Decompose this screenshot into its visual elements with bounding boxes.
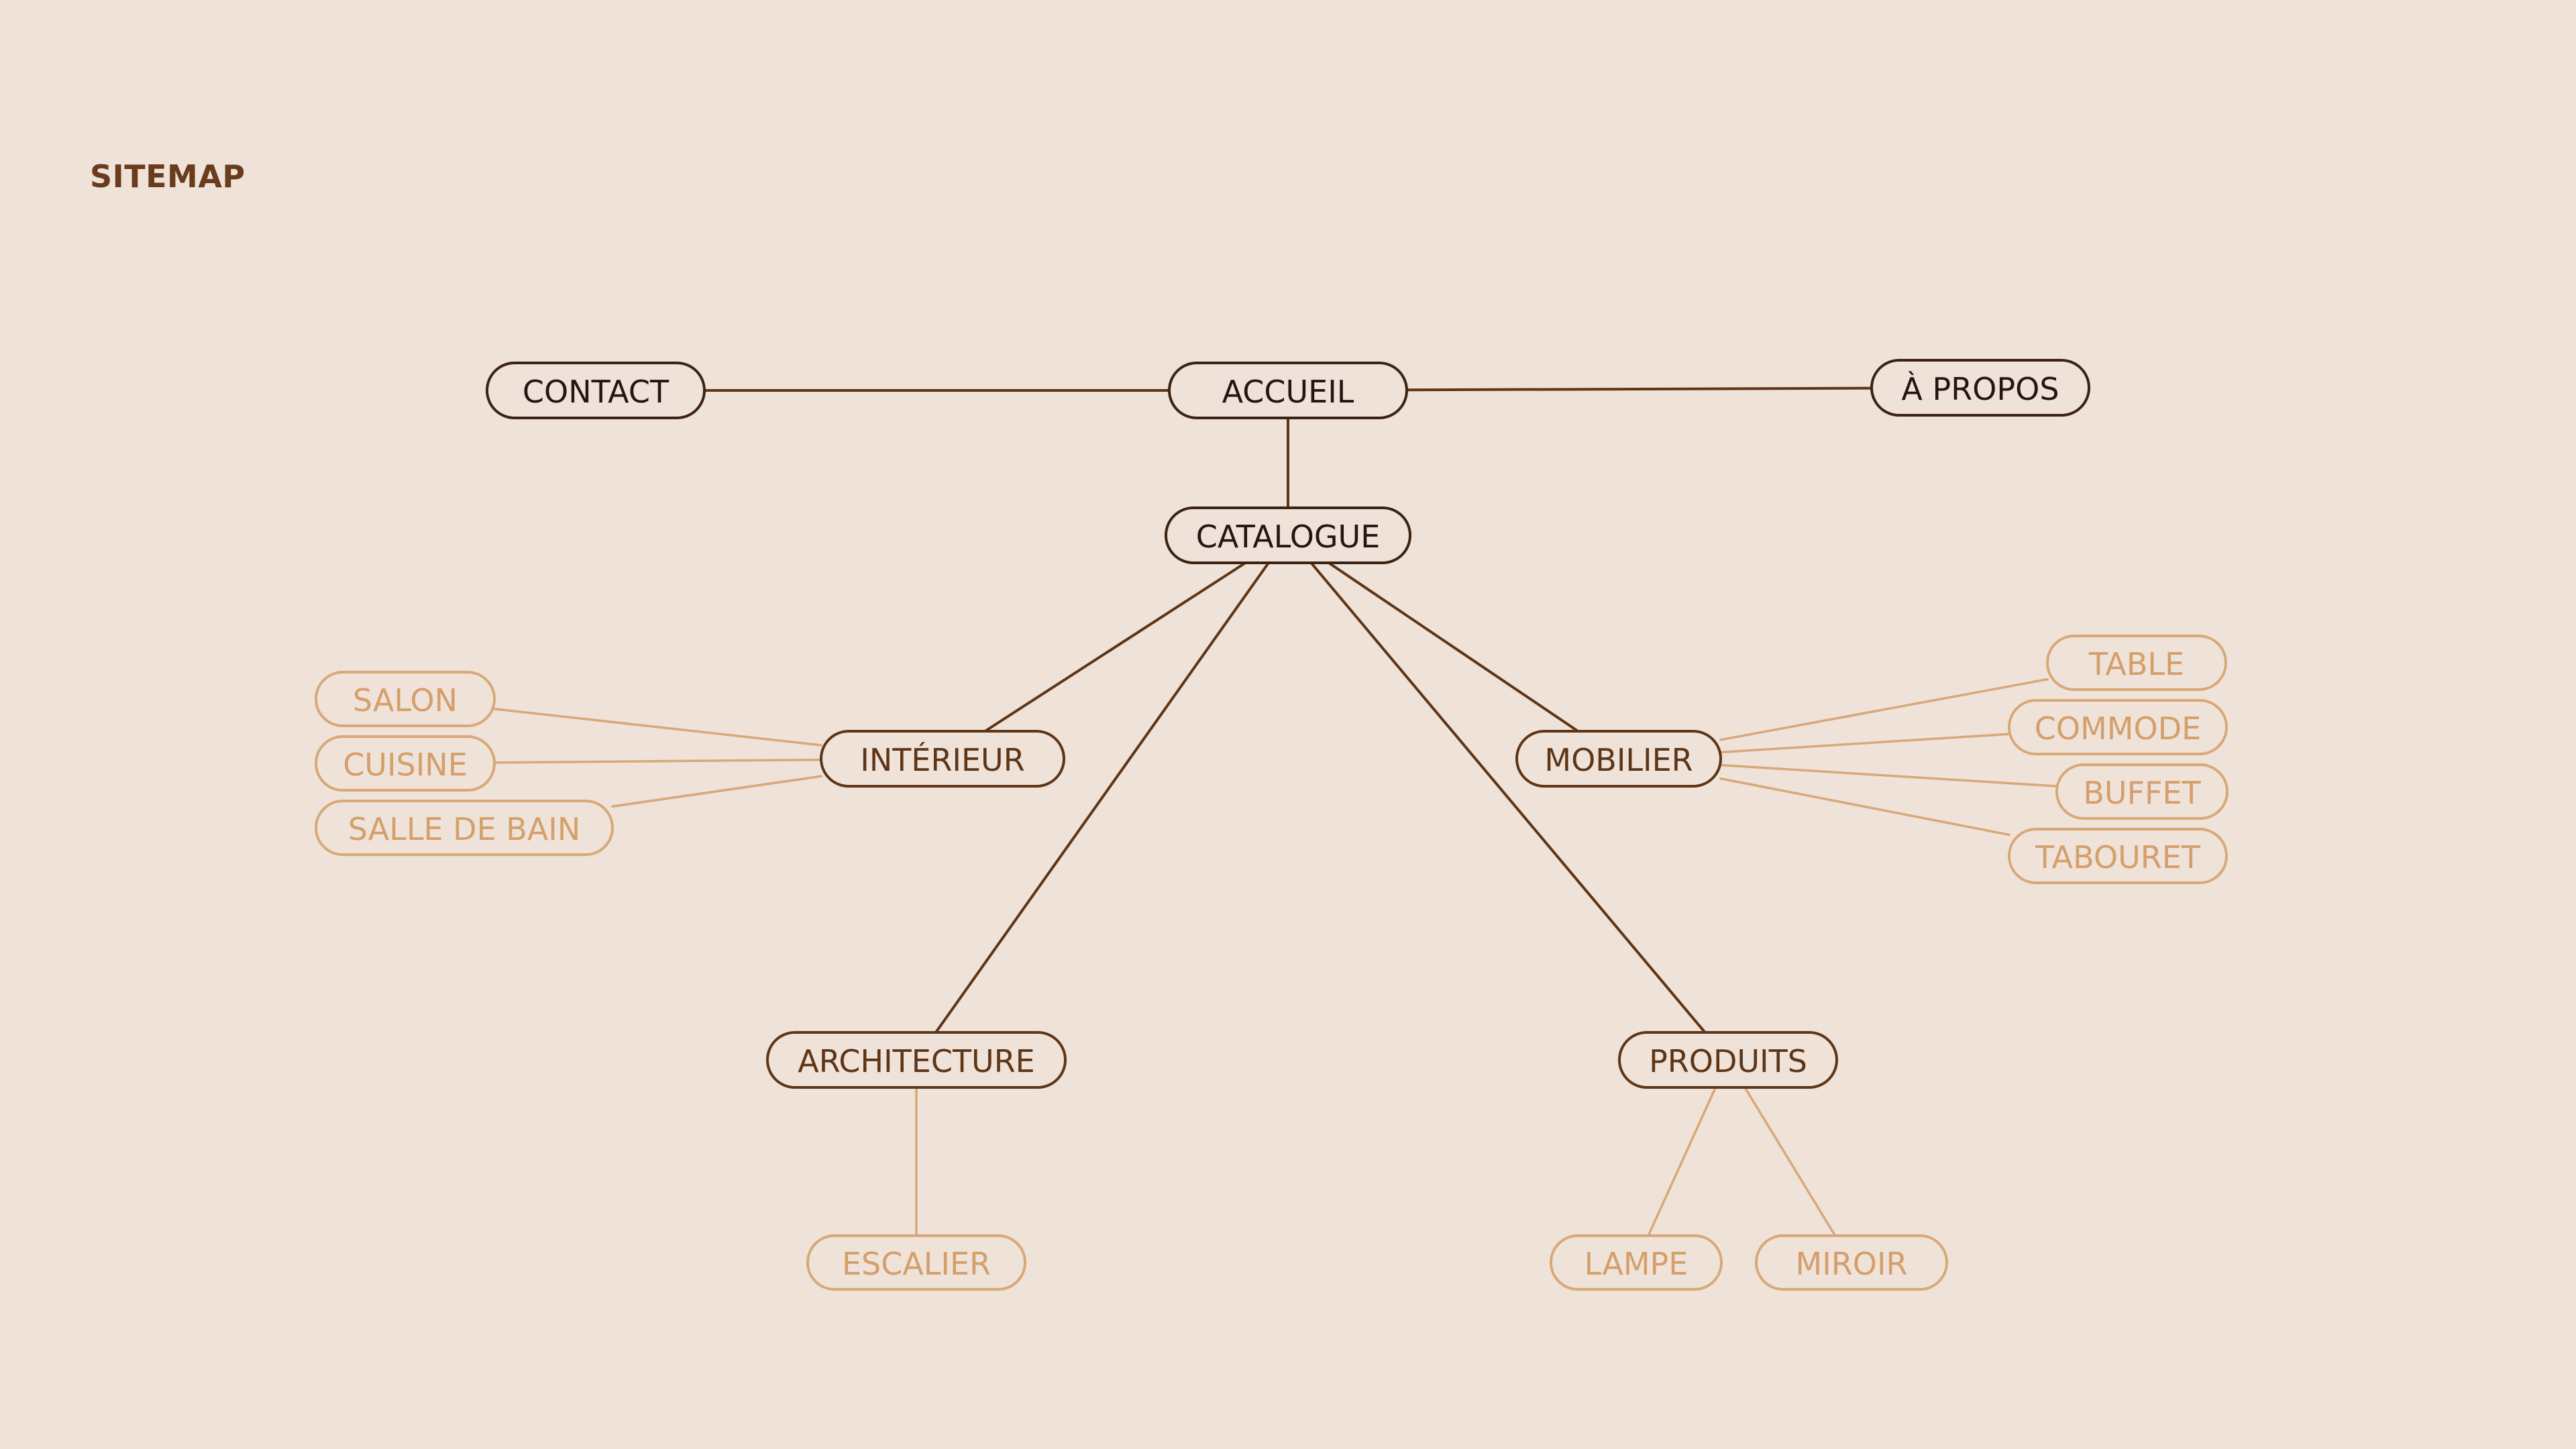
edge-catalogue-architecture — [934, 561, 1270, 1034]
node-commode: COMMODE — [2008, 699, 2228, 755]
node-table-pill — [2046, 635, 2227, 691]
node-a-propos: À PROPOS — [1870, 359, 2090, 417]
edge-produits-lampe — [1647, 1086, 1717, 1237]
node-buffet-pill — [2055, 763, 2229, 820]
edge-catalogue-interieur — [983, 561, 1247, 733]
node-cuisine-label: CUISINE — [343, 747, 468, 783]
node-tabouret-label: TABOURET — [2035, 839, 2201, 875]
node-accueil: ACCUEIL — [1168, 362, 1408, 419]
node-cuisine: CUISINE — [315, 735, 496, 792]
node-produits: PRODUITS — [1618, 1031, 1838, 1089]
node-mobilier: MOBILIER — [1515, 730, 1722, 788]
edge-interieur-salon — [493, 708, 822, 747]
node-commode-pill — [2008, 699, 2228, 755]
node-commode-label: COMMODE — [2035, 710, 2201, 747]
node-interieur-label: INTÉRIEUR — [860, 742, 1024, 778]
node-cuisine-pill — [315, 735, 496, 792]
node-catalogue-pill — [1165, 506, 1411, 564]
node-produits-label: PRODUITS — [1649, 1043, 1807, 1079]
node-salon-pill — [315, 671, 496, 727]
node-a-propos-label: À PROPOS — [1901, 371, 2059, 407]
edge-interieur-cuisine — [493, 758, 822, 764]
node-miroir-pill — [1755, 1234, 1948, 1291]
node-escalier-pill — [806, 1234, 1026, 1291]
node-interieur: INTÉRIEUR — [820, 730, 1065, 788]
edge-interieur-salle-de-bain — [611, 775, 822, 808]
node-miroir-label: MIROIR — [1796, 1246, 1908, 1282]
node-accueil-pill — [1168, 362, 1408, 419]
node-lampe-label: LAMPE — [1585, 1246, 1688, 1282]
node-salon: SALON — [315, 671, 496, 727]
node-salle-de-bain: SALLE DE BAIN — [315, 800, 614, 856]
node-buffet: BUFFET — [2055, 763, 2229, 820]
edge-mobilier-buffet — [1719, 763, 2058, 788]
node-salle-de-bain-pill — [315, 800, 614, 856]
node-lampe-pill — [1550, 1234, 1723, 1291]
node-contact: CONTACT — [486, 362, 706, 419]
node-accueil-label: ACCUEIL — [1222, 374, 1354, 410]
node-interieur-pill — [820, 730, 1065, 788]
node-salle-de-bain-label: SALLE DE BAIN — [348, 811, 581, 847]
diagram-nodes: ACCUEIL CONTACT À PROPOS CATALOGUE INTÉRIEUR… — [315, 359, 2229, 1291]
edge-mobilier-tabouret — [1719, 777, 2010, 837]
node-architecture-label: ARCHITECTURE — [798, 1043, 1035, 1079]
node-catalogue: CATALOGUE — [1165, 506, 1411, 564]
node-salon-label: SALON — [353, 682, 458, 718]
node-tabouret-pill — [2008, 828, 2228, 884]
node-contact-label: CONTACT — [523, 374, 669, 410]
node-architecture: ARCHITECTURE — [766, 1031, 1067, 1089]
page-title: SITEMAP — [90, 158, 246, 195]
node-escalier: ESCALIER — [806, 1234, 1026, 1291]
node-table-label: TABLE — [2088, 646, 2184, 682]
node-tabouret: TABOURET — [2008, 828, 2228, 884]
diagram-edges — [493, 386, 2058, 1237]
node-produits-pill — [1618, 1031, 1838, 1089]
node-architecture-pill — [766, 1031, 1067, 1089]
node-table: TABLE — [2046, 635, 2227, 691]
node-mobilier-pill — [1515, 730, 1722, 788]
node-lampe: LAMPE — [1550, 1234, 1723, 1291]
edge-mobilier-table — [1719, 678, 2049, 741]
edge-accueil-a-propos — [1405, 386, 1873, 392]
node-contact-pill — [486, 362, 706, 419]
node-mobilier-label: MOBILIER — [1544, 742, 1693, 778]
edge-mobilier-commode — [1719, 733, 2010, 754]
node-miroir: MIROIR — [1755, 1234, 1948, 1291]
node-buffet-label: BUFFET — [2083, 775, 2201, 811]
node-a-propos-pill — [1870, 359, 2090, 417]
edge-catalogue-mobilier — [1327, 561, 1580, 733]
edge-produits-miroir — [1743, 1086, 1837, 1237]
edge-catalogue-produits — [1309, 561, 1707, 1034]
node-catalogue-label: CATALOGUE — [1196, 519, 1381, 555]
node-escalier-label: ESCALIER — [842, 1246, 991, 1282]
